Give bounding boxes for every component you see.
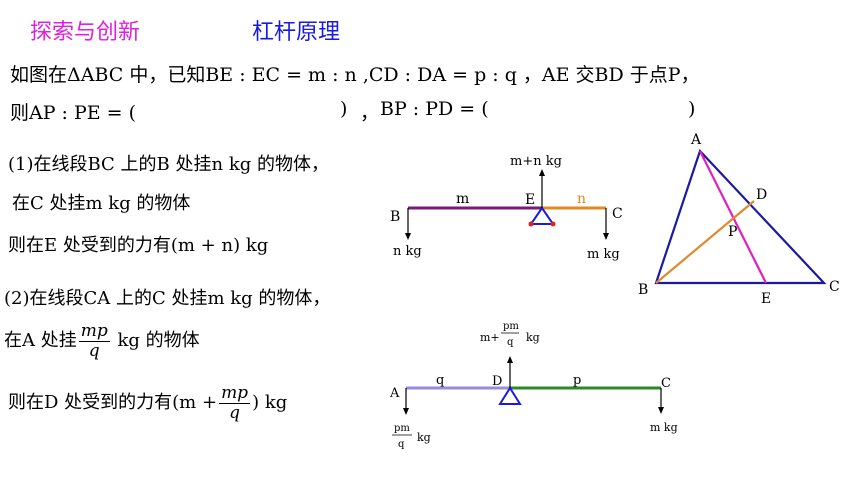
lever1-right-force: m kg [587, 247, 620, 262]
lever1-fulcrum-left-dot [528, 221, 534, 227]
lever1-fulcrum [529, 206, 555, 225]
part2-line-2-prefix: 在A 处挂 [4, 330, 77, 352]
point-label-d: D [756, 187, 767, 203]
lever2-label-p: p [573, 373, 581, 388]
problem-line-1: 如图在ΔABC 中，已知BE : EC = m : n ,CD : DA = p… [10, 64, 700, 86]
part2-line-2-suffix: kg 的物体 [111, 330, 200, 352]
triangle-diagram: A B C D E P [638, 132, 840, 307]
problem-line-2b: ) [340, 98, 348, 120]
lever2-label-q: q [436, 373, 444, 388]
triangle-abc [654, 148, 827, 285]
lever1-fulcrum-right-dot [550, 221, 556, 227]
lever2-top-num: pm [503, 321, 519, 332]
vertex-label-a: A [690, 132, 702, 148]
point-label-e: E [761, 291, 771, 307]
lever2-left-unit: kg [417, 431, 431, 444]
lever2-label-d: D [492, 374, 502, 389]
part2-line-3-suffix: ) kg [252, 392, 288, 414]
lever2-fulcrum [498, 386, 522, 405]
fraction-den: q [88, 340, 100, 361]
lever1-label-c: C [612, 206, 623, 222]
segment-ae [699, 150, 767, 284]
part2-line-1: (2)在线段CA 上的C 处挂m kg 的物体， [4, 288, 331, 309]
header-title-left: 探索与创新 [30, 20, 141, 45]
lever1-label-e: E [525, 192, 535, 208]
lever2-arrowhead-up [507, 356, 513, 363]
problem-line-2c: ， [360, 102, 380, 124]
vertex-label-c: C [829, 279, 840, 295]
lever1-label-m: m [456, 191, 469, 207]
lever2-top-den: q [507, 337, 514, 348]
lever1-arrowhead-right [603, 233, 609, 240]
point-label-p: P [728, 224, 737, 240]
lever1-label-n: n [577, 191, 586, 207]
problem-line-2e: ) [688, 98, 696, 120]
lever1-arrowhead-up [539, 169, 545, 176]
fraction-num-2: mp [219, 383, 251, 404]
lever2-top-prefix: m+ [480, 331, 500, 344]
lever2-arrowhead-left [403, 408, 409, 415]
lever-diagram-1: B C E m n m+n kg n kg m kg [390, 154, 623, 262]
lever1-left-force: n kg [393, 244, 422, 259]
lever1-top-force: m+n kg [510, 154, 562, 169]
lever-diagram-2: A C D q p m+ pm q kg pm q kg m kg [389, 321, 678, 450]
part1-line-1: (1)在线段BC 上的B 处挂n kg 的物体， [8, 154, 329, 175]
segment-bd [655, 200, 755, 284]
problem-line-2a: 则AP : PE = ( [10, 102, 137, 124]
lever2-left-num: pm [394, 423, 410, 434]
lever2-top-unit: kg [526, 331, 540, 344]
lever2-arrowhead-right [658, 407, 664, 414]
lever2-label-a: A [389, 386, 400, 401]
problem-line-2d: BP : PD = ( [380, 98, 489, 120]
fraction-den-2: q [229, 402, 241, 423]
lever2-label-c: C [661, 376, 671, 391]
vertex-label-b: B [638, 282, 648, 298]
lever2-right-force: m kg [650, 421, 678, 434]
lever1-arrowhead-left [405, 233, 411, 240]
header-title-right: 杠杆原理 [252, 20, 341, 45]
part1-line-2: 在C 处挂m kg 的物体 [12, 193, 191, 214]
lever2-left-den: q [398, 439, 405, 450]
fraction-num: mp [78, 321, 110, 342]
part1-line-3: 则在E 处受到的力有(m + n) kg [8, 235, 269, 256]
part2-line-3-prefix: 则在D 处受到的力有(m + [8, 392, 218, 414]
lever1-label-b: B [390, 209, 400, 225]
